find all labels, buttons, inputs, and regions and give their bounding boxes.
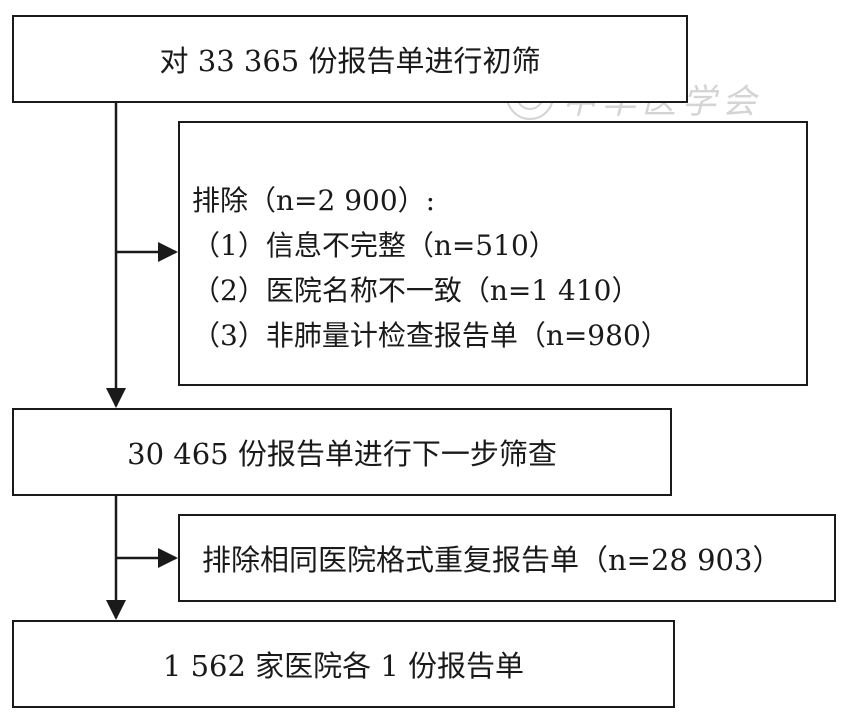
exclusion-1-item: （3）非肺量计检查报告单（n=980） bbox=[192, 319, 669, 352]
exclusion-1-item: （2）医院名称不一致（n=1 410） bbox=[192, 274, 640, 307]
exclusion-1-title: 排除（n=2 900）: bbox=[192, 184, 436, 217]
next-screening-text: 30 465 份报告单进行下一步筛查 bbox=[127, 437, 557, 471]
next-screening-box: 30 465 份报告单进行下一步筛查 bbox=[12, 408, 672, 496]
exclusion-box-2: 排除相同医院格式重复报告单（n=28 903） bbox=[178, 514, 836, 602]
final-result-box: 1 562 家医院各 1 份报告单 bbox=[12, 620, 675, 708]
initial-screening-box: 对 33 365 份报告单进行初筛 bbox=[12, 15, 688, 103]
exclusion-2-text: 排除相同医院格式重复报告单（n=28 903） bbox=[202, 543, 782, 577]
final-result-text: 1 562 家医院各 1 份报告单 bbox=[162, 649, 525, 683]
exclusion-1-item: （1）信息不完整（n=510） bbox=[192, 229, 557, 262]
exclusion-box-1: 排除（n=2 900）: （1）信息不完整（n=510） （2）医院名称不一致（… bbox=[178, 121, 808, 386]
initial-screening-text: 对 33 365 份报告单进行初筛 bbox=[159, 44, 541, 78]
